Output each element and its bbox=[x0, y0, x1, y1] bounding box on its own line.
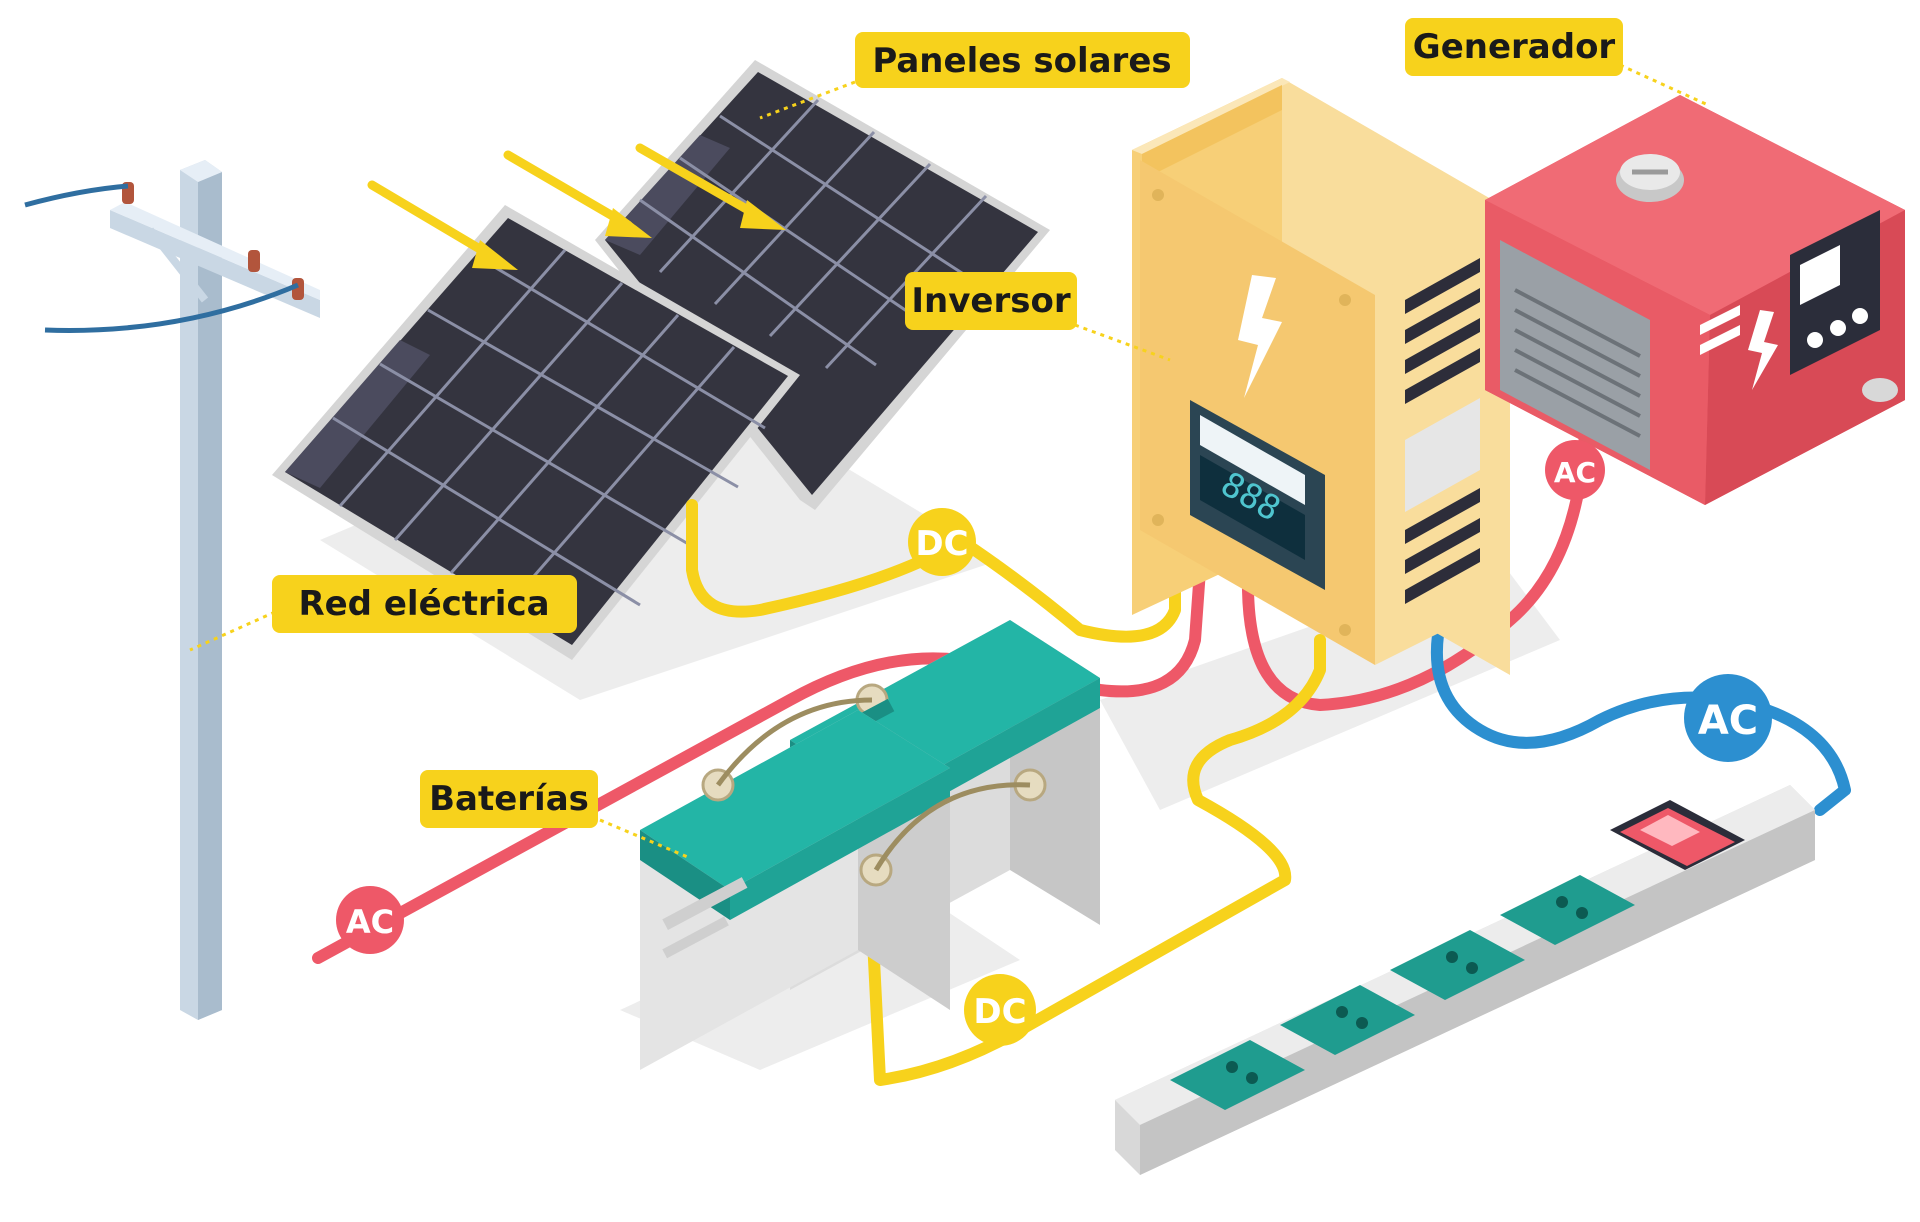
ac-tag-outlet: AC bbox=[1684, 674, 1772, 762]
svg-text:Generador: Generador bbox=[1413, 27, 1616, 67]
dc-battery-cable bbox=[839, 634, 1326, 1086]
battery-front bbox=[640, 710, 950, 1070]
solar-panel-back bbox=[595, 60, 1050, 510]
insulator-icon bbox=[292, 278, 304, 300]
svg-text:Inversor: Inversor bbox=[911, 281, 1070, 321]
outlet-icon bbox=[1390, 930, 1525, 1000]
solar-panel-front bbox=[272, 205, 800, 660]
inverter-screws bbox=[1152, 189, 1351, 636]
outlet-icon bbox=[1500, 875, 1635, 945]
label-inverter: Inversor bbox=[905, 272, 1077, 330]
label-grid: Red eléctrica bbox=[272, 575, 577, 633]
batteries bbox=[640, 620, 1100, 1070]
inverter-display: 888 bbox=[1190, 400, 1325, 590]
connection-tags: DC AC AC AC DC bbox=[336, 440, 1772, 1046]
svg-text:Red eléctrica: Red eléctrica bbox=[298, 584, 549, 624]
generator bbox=[1485, 95, 1905, 505]
svg-text:DC: DC bbox=[915, 524, 968, 564]
svg-text:DC: DC bbox=[973, 992, 1026, 1032]
power-strip bbox=[1115, 785, 1815, 1175]
label-panels: Paneles solares bbox=[855, 32, 1190, 88]
dc-tag-batteries: DC bbox=[964, 974, 1036, 1046]
leader-lines bbox=[189, 63, 1709, 860]
label-batteries: Baterías bbox=[420, 770, 598, 828]
svg-text:AC: AC bbox=[1554, 456, 1596, 489]
outlet-icon bbox=[1280, 985, 1415, 1055]
svg-text:Paneles solares: Paneles solares bbox=[872, 41, 1171, 81]
dc-tag-panels: DC bbox=[908, 508, 976, 576]
svg-text:AC: AC bbox=[346, 903, 394, 941]
inverter-vents bbox=[1405, 258, 1480, 604]
svg-text:Baterías: Baterías bbox=[429, 779, 589, 819]
svg-text:AC: AC bbox=[1698, 698, 1758, 744]
labels: Paneles solares Generador Inversor Red e… bbox=[272, 18, 1623, 828]
lightning-bolt-icon bbox=[1238, 275, 1282, 398]
label-generator: Generador bbox=[1405, 18, 1623, 76]
ac-tag-generator: AC bbox=[1545, 440, 1605, 500]
ac-tag-grid: AC bbox=[336, 886, 404, 954]
outlet-icon bbox=[1170, 1040, 1305, 1110]
ac-outlet-cable bbox=[1431, 629, 1851, 816]
sunlight-arrows bbox=[367, 143, 786, 270]
outlets bbox=[1170, 875, 1635, 1110]
solar-panels bbox=[272, 60, 1050, 660]
utility-pole bbox=[24, 160, 320, 1020]
insulator-icon bbox=[248, 250, 260, 272]
inverter: 888 bbox=[1132, 78, 1510, 675]
lightning-bolt-icon bbox=[1748, 310, 1778, 390]
power-switch-icon bbox=[1610, 800, 1745, 870]
